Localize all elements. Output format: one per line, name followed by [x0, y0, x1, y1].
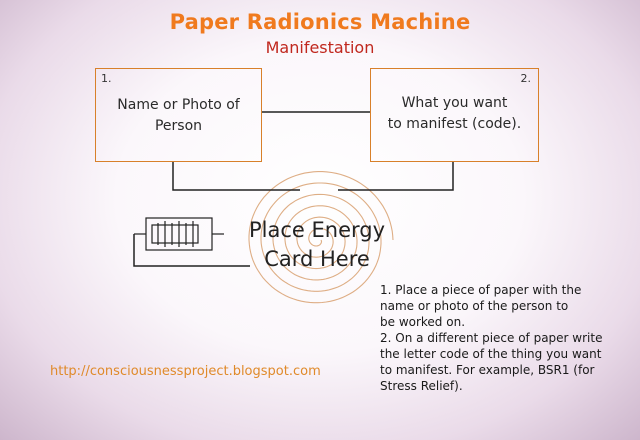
- source-url: http://consciousnessproject.blogspot.com: [50, 364, 321, 379]
- manifest-code-box: 2. What you want to manifest (code).: [370, 68, 539, 162]
- diagram-title: Paper Radionics Machine: [169, 10, 471, 34]
- box2-line1: What you want: [401, 95, 508, 111]
- instruction-line: 2. On a different piece of paper write: [380, 331, 603, 345]
- instructions-text: 1. Place a piece of paper with the name …: [380, 282, 630, 394]
- instruction-line: be worked on.: [380, 315, 466, 329]
- box1-line1: Name or Photo of: [117, 97, 240, 113]
- resistor-icon: [134, 217, 224, 251]
- instruction-line: name or photo of the person to: [380, 299, 569, 313]
- box2-text: What you want to manifest (code).: [371, 93, 538, 135]
- box1-number: 1.: [101, 72, 112, 85]
- box1-text: Name or Photo of Person: [96, 95, 261, 137]
- person-box: 1. Name or Photo of Person: [95, 68, 262, 162]
- energy-card-label: Place Energy Card Here: [232, 216, 402, 274]
- instruction-line: to manifest. For example, BSR1 (for: [380, 363, 595, 377]
- box1-line2: Person: [154, 118, 203, 134]
- resistor-to-card-line: [133, 234, 250, 267]
- instruction-line: the letter code of the thing you want: [380, 347, 602, 361]
- spiral-icon: [248, 171, 394, 304]
- box1-to-spiral-line: [172, 161, 300, 191]
- box2-number: 2.: [520, 72, 532, 85]
- energy-card-line2: Card Here: [264, 247, 370, 271]
- instruction-line: Stress Relief).: [380, 379, 463, 393]
- box2-line2: to manifest (code).: [387, 116, 522, 132]
- diagram-subtitle: Manifestation: [265, 38, 375, 57]
- instruction-line: 1. Place a piece of paper with the: [380, 283, 582, 297]
- energy-card-line1: Place Energy: [248, 218, 386, 242]
- box2-to-spiral-line: [338, 161, 454, 191]
